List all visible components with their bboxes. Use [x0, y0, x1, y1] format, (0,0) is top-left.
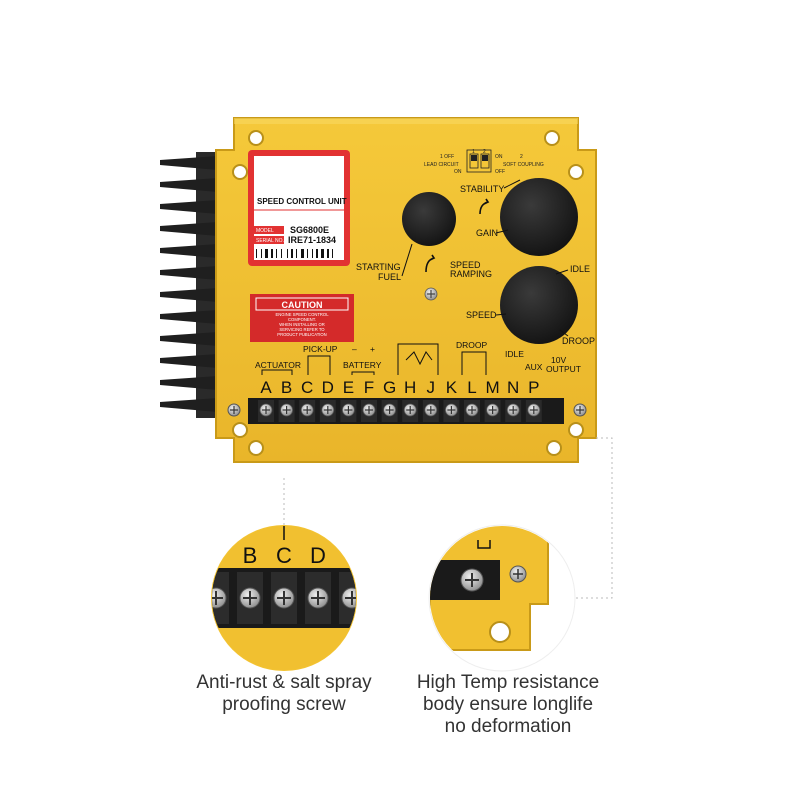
heatsink-fin — [160, 222, 218, 236]
zoom-letter: C — [276, 543, 292, 568]
switch-soft-num: 2 — [520, 154, 523, 160]
model-field-label: MODEL — [256, 228, 274, 234]
mounting-hole-icon — [232, 130, 584, 456]
heatsink-fin — [160, 178, 218, 192]
speed-ramping-label-1: SPEED — [450, 260, 481, 270]
callout-lines — [283, 437, 613, 599]
idle-label: IDLE — [570, 264, 590, 274]
caution-line: SERVICING REFER TO — [279, 327, 325, 332]
heatsink-fin — [160, 266, 218, 280]
speed-droop-knob[interactable] — [500, 266, 578, 344]
terminal-letter-n: N — [507, 378, 519, 397]
serial-value: IRE71-1834 — [288, 235, 336, 245]
rotate-arrow-icon — [479, 198, 490, 215]
terminal-letter-e: E — [343, 378, 354, 397]
switch-soft-coupling: SOFT COUPLING — [503, 162, 544, 168]
caution-line: ENGINE SPEED CONTROL — [275, 312, 329, 317]
idle-terminal-label: IDLE — [505, 349, 524, 359]
heatsink-fin — [160, 376, 218, 390]
dip-switch[interactable]: 1 2 1 OFF LEAD CIRCUIT ON ON 2 SOFT COUP… — [424, 149, 544, 175]
droop-terminal-label: DROOP — [456, 340, 488, 350]
zoom-detail-body — [428, 524, 576, 672]
switch-lead-on: ON — [454, 169, 462, 175]
speed-label: SPEED — [466, 310, 497, 320]
terminal-letter-d: D — [322, 378, 334, 397]
caption-left-line: Anti-rust & salt spray — [196, 672, 372, 693]
caption-right-line: no deformation — [444, 716, 572, 737]
caution-label: CAUTION ENGINE SPEED CONTROL COMPONENT. … — [250, 294, 354, 342]
terminal-letter-h: H — [404, 378, 416, 397]
output-label-2: OUTPUT — [546, 364, 581, 374]
heatsink-fin — [160, 332, 218, 346]
terminal-letter-j: J — [427, 378, 436, 397]
serial-field-label: SERIAL NO. — [256, 238, 284, 244]
zoom-letter: B — [243, 543, 258, 568]
fuel-label: FUEL — [378, 272, 401, 282]
terminal-letter-c: C — [301, 378, 313, 397]
heatsink-fin — [160, 310, 218, 324]
heatsink — [160, 152, 218, 418]
terminal-letter-f: F — [364, 378, 374, 397]
barcode-icon — [256, 249, 333, 258]
model-value: SG6800E — [290, 225, 329, 235]
switch-soft-off: OFF — [495, 169, 505, 175]
switch-pos-1: 1 — [472, 149, 475, 155]
terminal-group-labels: ACTUATOR PICK-UP BATTERY – + DROOP IDLE … — [255, 340, 581, 375]
heatsink-fin — [160, 200, 218, 214]
caution-line: PRODUCT PUBLICATION — [277, 332, 326, 337]
caption-right: High Temp resistance body ensure longlif… — [388, 672, 628, 738]
aux-label: AUX — [525, 362, 543, 372]
terminal-letter-p: P — [528, 378, 539, 397]
heatsink-fin — [160, 156, 218, 170]
terminal-letter-g: G — [383, 378, 396, 397]
terminal-letter-m: M — [486, 378, 500, 397]
terminal-letter-b: B — [281, 378, 292, 397]
terminal-block — [227, 398, 587, 424]
switch-lead-circuit: LEAD CIRCUIT — [424, 162, 459, 168]
terminal-letter-l: L — [467, 378, 476, 397]
zoom-letter: D — [310, 543, 326, 568]
starting-fuel-knob[interactable] — [402, 192, 456, 246]
battery-minus: – — [352, 344, 357, 354]
stability-label: STABILITY — [460, 184, 504, 194]
gain-label: GAIN — [476, 228, 498, 238]
heatsink-fin — [160, 354, 218, 368]
rotate-arrow-icon — [425, 254, 436, 273]
battery-plus: + — [370, 344, 375, 354]
label-title: SPEED CONTROL UNIT — [257, 197, 347, 206]
caution-line: WHEN INSTALLING OR — [279, 322, 325, 327]
caption-left-line: proofing screw — [222, 694, 346, 715]
model-label: SPEED CONTROL UNIT MODEL SERIAL NO. SG68… — [248, 150, 350, 266]
speed-ramping-label-2: RAMPING — [450, 269, 492, 279]
pickup-label: PICK-UP — [303, 344, 338, 354]
switch-pos-2: 2 — [483, 149, 486, 155]
heatsink-fin — [160, 398, 218, 412]
switch-soft-on: ON — [495, 154, 503, 160]
caption-right-line: High Temp resistance — [416, 672, 600, 693]
caution-title: CAUTION — [282, 300, 323, 310]
droop-label: DROOP — [562, 336, 595, 346]
switch-lead-off: 1 OFF — [440, 154, 454, 160]
caution-line: COMPONENT. — [288, 317, 316, 322]
caption-right-line: body ensure longlife — [422, 694, 594, 715]
battery-label: BATTERY — [343, 360, 382, 370]
terminal-letter-a: A — [260, 378, 272, 397]
heatsink-fin — [160, 244, 218, 258]
pot-labels: STABILITY GAIN STARTING FUEL SPEED RAMPI… — [356, 179, 595, 346]
output-label-1: 10V — [551, 355, 566, 365]
actuator-label: ACTUATOR — [255, 360, 301, 370]
stability-gain-knob[interactable] — [500, 178, 578, 256]
caption-left: Anti-rust & salt spray proofing screw — [164, 672, 404, 716]
starting-label: STARTING — [356, 262, 401, 272]
heatsink-fin — [160, 288, 218, 302]
zoom-detail-screws: B C D — [211, 525, 357, 671]
terminal-letter-k: K — [446, 378, 458, 397]
